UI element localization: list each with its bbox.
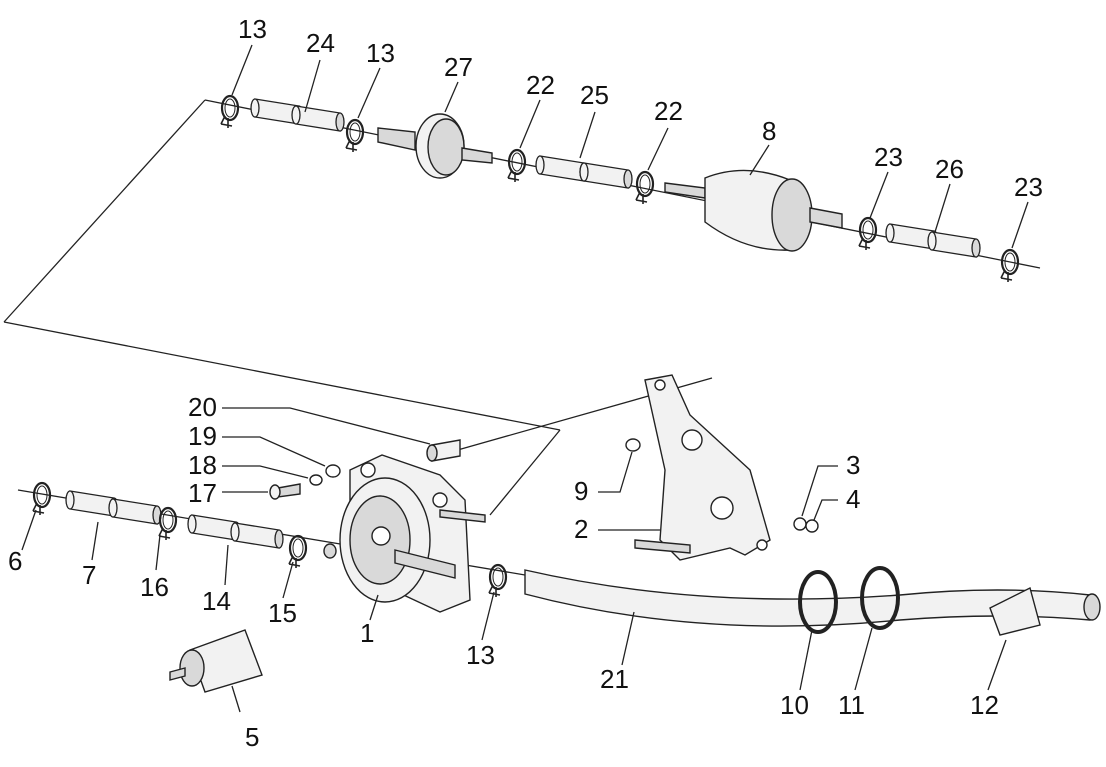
washer-19 [325,464,341,478]
sleeve-20 [426,439,461,462]
hose-25 [535,155,633,189]
callout-25: 25 [580,80,609,110]
leader-lines [21,44,1029,713]
hose-24 [250,98,345,132]
callout-16: 16 [140,572,169,602]
callout-22: 22 [654,96,683,126]
callout-24: 24 [306,28,335,58]
hose-clamp-15 [287,534,308,570]
washer-18 [309,474,323,486]
callout-15: 15 [268,598,297,628]
callout-10: 10 [780,690,809,720]
fuel-hose-21 [524,569,1101,627]
callout-19: 19 [188,421,217,451]
band-clamp-10 [798,570,838,634]
callout-3: 3 [846,450,860,480]
hose-clamp-23-right [999,248,1020,284]
sensor-5 [169,629,263,693]
callout-9: 9 [574,476,588,506]
screw-17 [269,483,301,500]
fuel-filter-27 [377,113,493,179]
callout-20: 20 [188,392,217,422]
lower-pump-assembly [17,374,1101,693]
washer-9 [625,438,641,452]
bracket-2 [634,374,771,561]
callout-5: 5 [245,722,259,752]
hose-14 [187,514,284,549]
callout-21: 21 [600,664,629,694]
hose-clamp-22-left [506,148,527,184]
hose-clamp-13-upper-left [219,94,240,130]
callout-2: 2 [574,514,588,544]
hose-clamp-13-upper-right [344,118,365,154]
callout-23: 23 [1014,172,1043,202]
callout-7: 7 [82,560,96,590]
washer-3 [793,517,807,531]
hose-clamp-16 [157,506,178,542]
band-clamp-11 [860,566,900,630]
callout-23: 23 [874,142,903,172]
callout-13: 13 [366,38,395,68]
fuel-filter-8 [664,169,843,252]
callout-6: 6 [8,546,22,576]
callout-12: 12 [970,690,999,720]
hose-clip-12 [989,586,1041,636]
fuel-pump-1 [339,454,486,613]
callout-26: 26 [935,154,964,184]
callout-1: 1 [360,618,374,648]
callout-13: 13 [466,640,495,670]
nut-4 [805,519,819,533]
spacer [323,543,337,559]
hose-26 [885,223,981,258]
callout-labels: 13 24 13 27 22 25 22 8 23 26 23 20 19 18… [8,14,1043,752]
callout-27: 27 [444,52,473,82]
callout-11: 11 [838,690,865,720]
callout-22: 22 [526,70,555,100]
hose-7 [65,490,162,525]
callout-4: 4 [846,484,860,514]
callout-8: 8 [762,116,776,146]
callout-14: 14 [202,586,231,616]
callout-13: 13 [238,14,267,44]
callout-17: 17 [188,478,217,508]
callout-18: 18 [188,450,217,480]
upper-filter-assembly [3,94,1041,431]
